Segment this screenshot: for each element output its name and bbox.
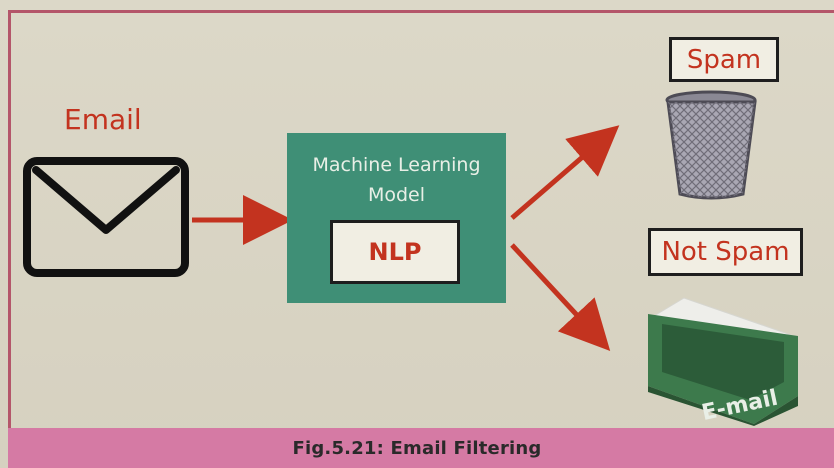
trash-bin-icon: [665, 90, 757, 200]
nlp-label: NLP: [368, 238, 422, 266]
inbox-tray-icon: E-mail: [648, 297, 798, 426]
not-spam-label-box: Not Spam: [648, 228, 803, 276]
envelope-icon: [23, 157, 189, 277]
ml-model-title-line2: Model: [367, 184, 426, 206]
figure-frame: [8, 10, 834, 430]
ml-model-title-line1: Machine Learning: [312, 154, 481, 176]
spam-label-box: Spam: [669, 37, 779, 82]
caption-bar: [8, 428, 834, 468]
ml-model-title: Machine Learning Model: [287, 150, 506, 210]
figure-caption: Fig.5.21: Email Filtering: [292, 438, 542, 459]
spam-label: Spam: [686, 44, 762, 75]
not-spam-label: Not Spam: [661, 237, 790, 267]
nlp-box: NLP: [330, 220, 460, 284]
email-label: Email: [64, 103, 142, 136]
